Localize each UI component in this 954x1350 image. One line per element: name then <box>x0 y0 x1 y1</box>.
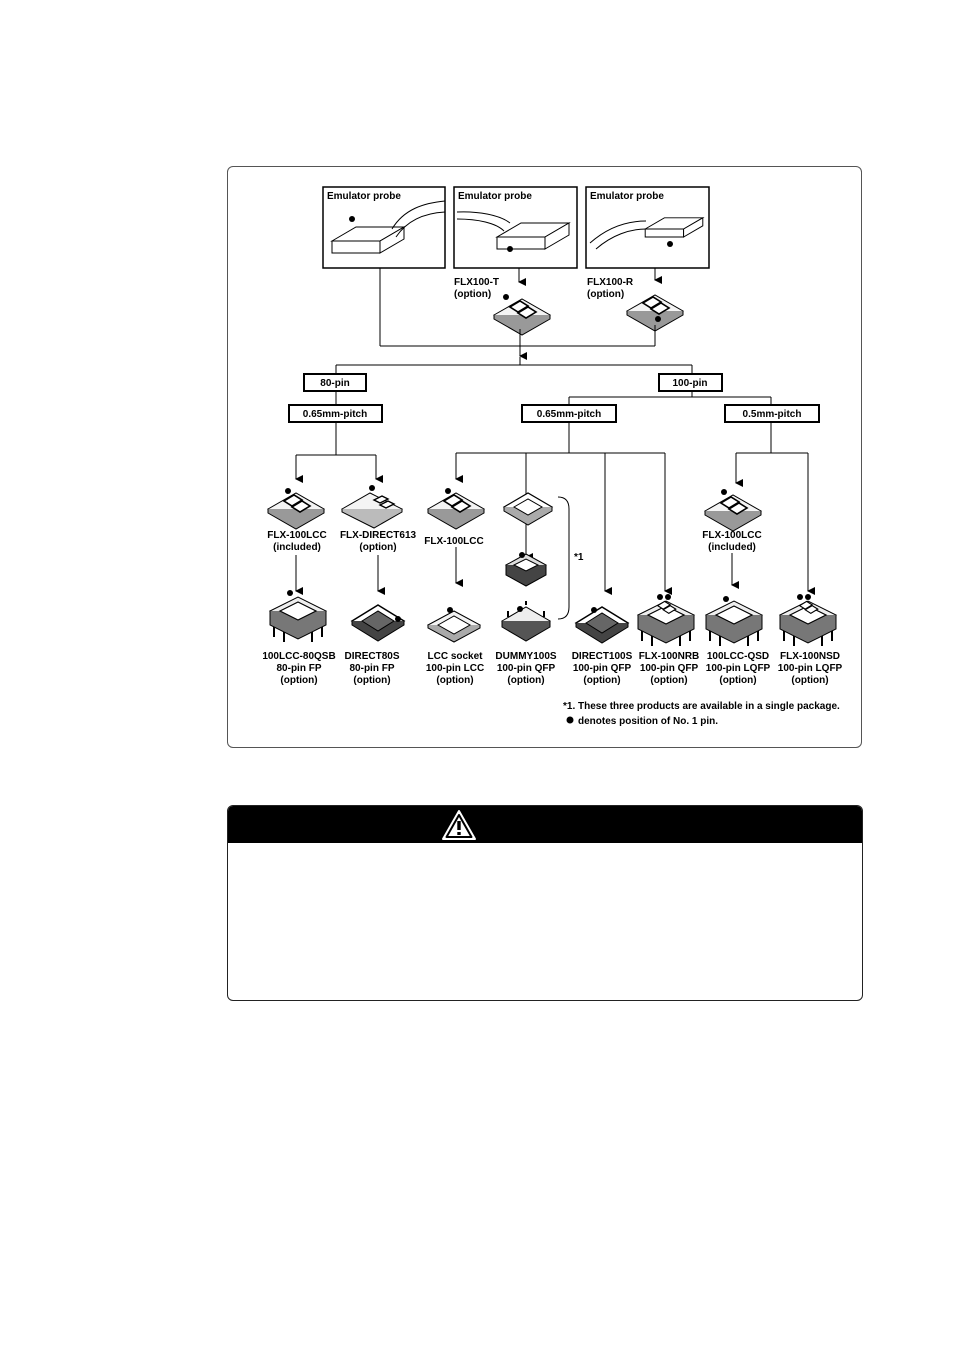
svg-text:(option): (option) <box>436 675 473 686</box>
svg-text:(option): (option) <box>353 675 390 686</box>
svg-text:(option): (option) <box>507 675 544 686</box>
footnotes: *1. These three products are available i… <box>563 701 840 727</box>
svg-text:DIRECT100S: DIRECT100S <box>572 651 633 662</box>
svg-text:100-pin QFP: 100-pin QFP <box>497 663 556 674</box>
svg-text:LCC socket: LCC socket <box>427 651 483 662</box>
connection-diagram: Emulator probe Emulator probe Emulator p… <box>262 186 843 727</box>
svg-text:100-pin QFP: 100-pin QFP <box>640 663 699 674</box>
diagram-panel: Emulator probe Emulator probe Emulator p… <box>227 166 862 748</box>
bottom-label-100lcc-80qsb: 100LCC-80QSB 80-pin FP (option) <box>262 651 335 686</box>
svg-text:(option): (option) <box>359 542 396 553</box>
probe-box-1: Emulator probe <box>322 186 446 269</box>
bottom-label-100lcc-qsd: 100LCC-QSD 100-pin LQFP (option) <box>706 651 771 686</box>
probe-box-2: Emulator probe <box>453 186 578 269</box>
warning-triangle-icon <box>442 810 476 840</box>
svg-text:(option): (option) <box>587 289 624 300</box>
svg-text:80-pin FP: 80-pin FP <box>276 663 321 674</box>
middle-product-flx100lcc-100: FLX-100LCC <box>424 488 485 547</box>
branch-80-pitch: 0.65mm-pitch <box>288 404 383 423</box>
svg-text:FLX-100LCC: FLX-100LCC <box>267 530 326 541</box>
svg-text:(option): (option) <box>583 675 620 686</box>
branch-100-pin: 100-pin <box>658 373 723 392</box>
svg-text:FLX-100LCC: FLX-100LCC <box>702 530 761 541</box>
warning-header <box>228 806 862 843</box>
svg-text:DUMMY100S: DUMMY100S <box>495 651 556 662</box>
svg-text:0.5mm-pitch: 0.5mm-pitch <box>743 409 802 420</box>
branch-100-pitch-065: 0.65mm-pitch <box>521 404 617 423</box>
svg-text:80-pin: 80-pin <box>320 378 349 389</box>
svg-text:100-pin LCC: 100-pin LCC <box>426 663 484 674</box>
svg-text:FLX100-T: FLX100-T <box>454 277 499 288</box>
svg-text:80-pin FP: 80-pin FP <box>349 663 394 674</box>
svg-text:0.65mm-pitch: 0.65mm-pitch <box>537 409 601 420</box>
middle-product-flx100lcc-80: FLX-100LCC (included) <box>267 488 327 553</box>
svg-text:0.65mm-pitch: 0.65mm-pitch <box>303 409 367 420</box>
pin1-marker-icon <box>566 716 574 724</box>
bottom-icon-lcc-socket <box>427 607 481 643</box>
svg-text:DIRECT80S: DIRECT80S <box>344 651 399 662</box>
svg-text:(option): (option) <box>791 675 828 686</box>
bottom-icon-100lcc-qsd <box>705 596 763 647</box>
middle-product-flx100lcc-05: FLX-100LCC (included) <box>702 489 762 553</box>
connector-lines <box>295 268 815 620</box>
probe-box-3: Emulator probe <box>585 186 710 269</box>
bottom-label-direct80s: DIRECT80S 80-pin FP (option) <box>344 651 399 686</box>
svg-text:100-pin: 100-pin <box>672 378 707 389</box>
probe-label: Emulator probe <box>458 191 532 202</box>
svg-text:100LCC-QSD: 100LCC-QSD <box>707 651 769 662</box>
bottom-label-lcc-socket: LCC socket 100-pin LCC (option) <box>426 651 484 686</box>
flx100-t-adapter: FLX100-T (option) <box>454 277 551 336</box>
svg-text:(included): (included) <box>708 542 756 553</box>
bottom-label-direct100s: DIRECT100S 100-pin QFP (option) <box>572 651 633 686</box>
bottom-label-flx100nsd: FLX-100NSD 100-pin LQFP (option) <box>778 651 843 686</box>
svg-text:FLX-100NRB: FLX-100NRB <box>639 651 700 662</box>
bottom-label-dummy100s: DUMMY100S 100-pin QFP (option) <box>495 651 556 686</box>
probe-label: Emulator probe <box>327 191 401 202</box>
branch-80-pin: 80-pin <box>303 373 367 392</box>
bottom-icon-dummy100s <box>501 601 551 642</box>
bottom-icon-flx100nrb <box>637 594 695 647</box>
svg-text:100-pin LQFP: 100-pin LQFP <box>706 663 771 674</box>
bottom-icon-direct80s <box>351 604 405 642</box>
branch-100-pitch-05: 0.5mm-pitch <box>724 404 820 423</box>
flx100-r-adapter: FLX100-R (option) <box>587 277 684 332</box>
svg-text:(option): (option) <box>650 675 687 686</box>
svg-text:FLX-100NSD: FLX-100NSD <box>780 651 840 662</box>
bottom-icon-direct100s <box>575 606 629 644</box>
svg-text:100LCC-80QSB: 100LCC-80QSB <box>262 651 335 662</box>
footnote-package: *1. These three products are available i… <box>563 701 840 712</box>
svg-text:(option): (option) <box>454 289 491 300</box>
svg-text:FLX-100LCC: FLX-100LCC <box>424 536 483 547</box>
svg-text:100-pin QFP: 100-pin QFP <box>573 663 632 674</box>
svg-text:(option): (option) <box>719 675 756 686</box>
footnote-pin1: denotes position of No. 1 pin. <box>578 716 718 727</box>
middle-product-flx-direct613: FLX-DIRECT613 (option) <box>340 485 417 553</box>
warning-box <box>227 805 863 1001</box>
dummy100s-stack: *1 <box>502 492 584 587</box>
svg-text:FLX100-R: FLX100-R <box>587 277 634 288</box>
svg-text:(option): (option) <box>280 675 317 686</box>
bottom-label-flx100nrb: FLX-100NRB 100-pin QFP (option) <box>639 651 700 686</box>
svg-text:100-pin LQFP: 100-pin LQFP <box>778 663 843 674</box>
bottom-icon-100lcc-80qsb <box>269 590 327 643</box>
svg-text:(included): (included) <box>273 542 321 553</box>
bottom-icon-flx100nsd <box>779 594 837 647</box>
probe-label: Emulator probe <box>590 191 664 202</box>
svg-text:FLX-DIRECT613: FLX-DIRECT613 <box>340 530 417 541</box>
svg-text:*1: *1 <box>574 552 584 563</box>
